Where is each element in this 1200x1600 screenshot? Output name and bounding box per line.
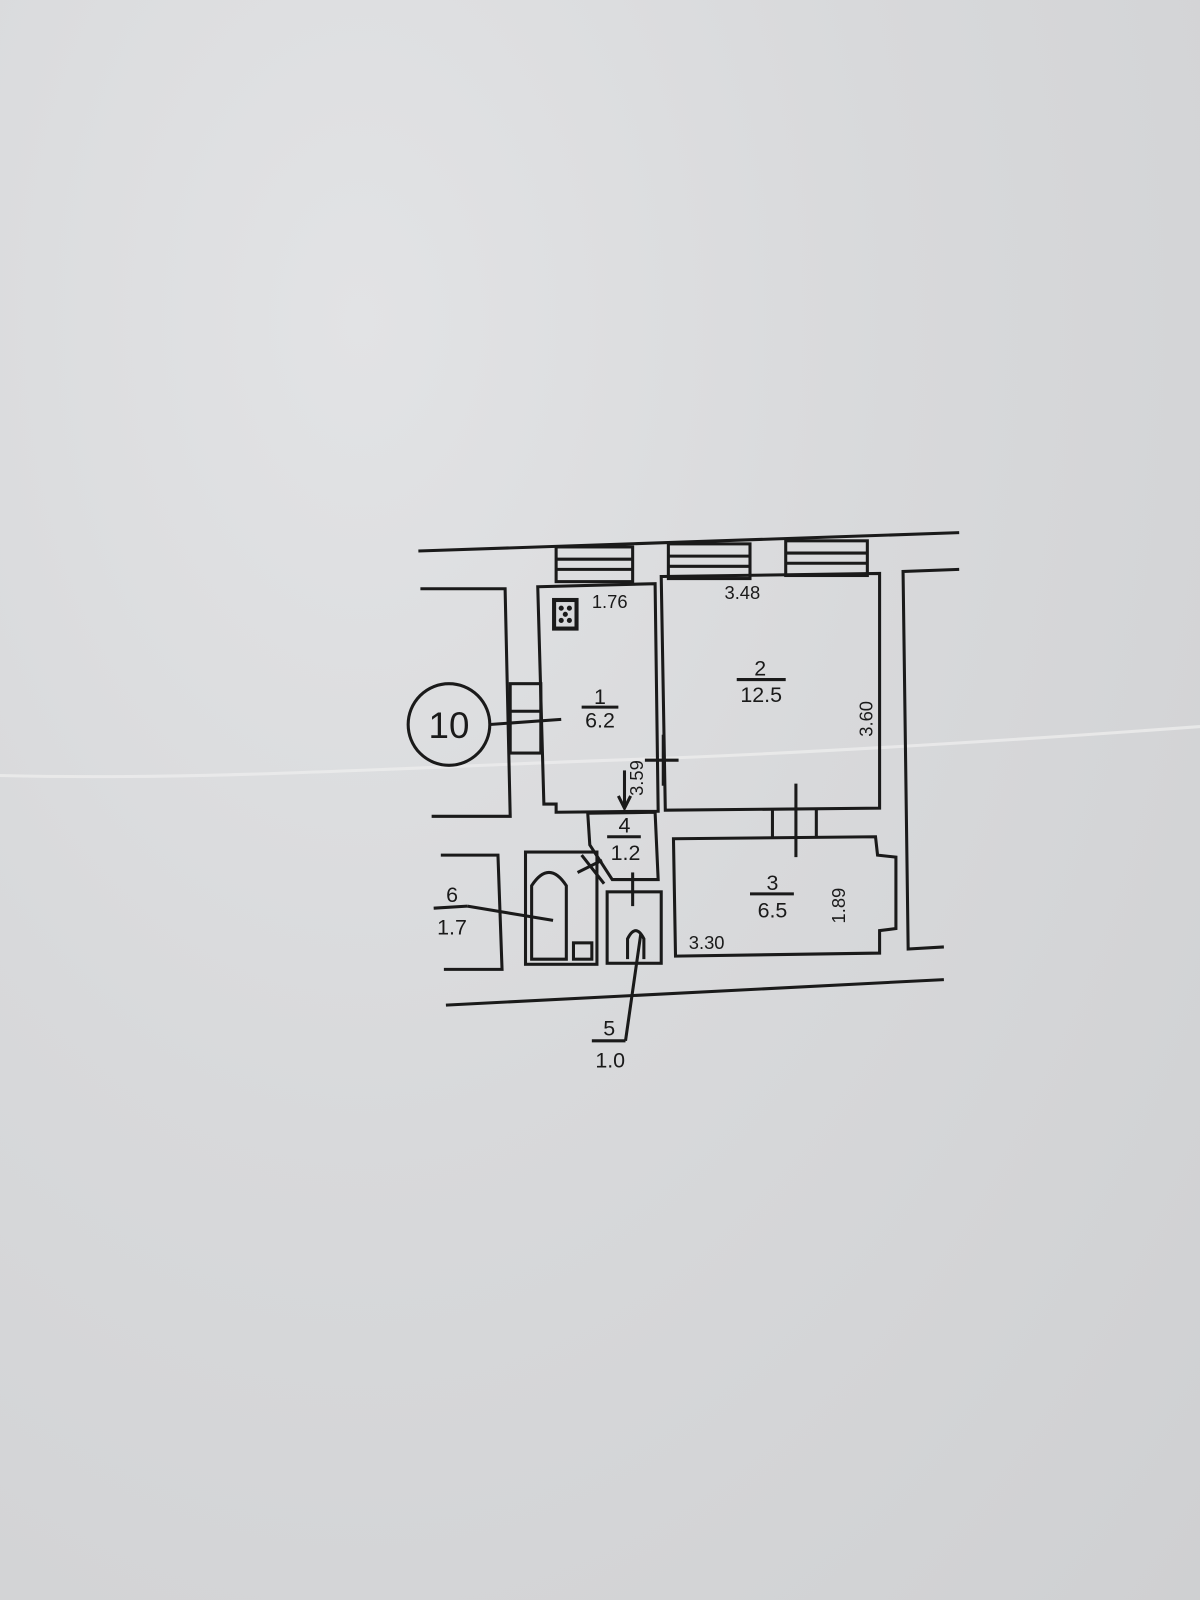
room-3 <box>671 835 898 958</box>
room-2-area: 12.5 <box>740 683 782 707</box>
room-1-length-dimension: 3.59 <box>626 760 647 796</box>
room-3-area: 6.5 <box>758 898 788 922</box>
room-4-area: 1.2 <box>611 841 641 865</box>
room-1-number: 1 <box>594 685 606 709</box>
apartment-number: 10 <box>429 705 470 746</box>
room-1-area: 6.2 <box>585 709 615 733</box>
room-1-kitchen <box>536 582 660 814</box>
room-2-number: 2 <box>754 657 766 681</box>
room-5-number: 5 <box>603 1017 615 1041</box>
room-1-width-dimension: 1.76 <box>592 591 628 612</box>
doors <box>576 734 818 907</box>
room-5-area: 1.0 <box>595 1048 625 1072</box>
room-2-width-dimension: 3.48 <box>724 582 760 603</box>
room-2-length-dimension: 3.60 <box>855 701 876 737</box>
room-3-width-dimension: 3.30 <box>689 932 725 953</box>
apartment-number-circle <box>406 682 492 767</box>
room-4-hall <box>586 810 660 882</box>
stove-icon <box>552 597 579 631</box>
sink-icon <box>571 941 594 961</box>
room-6-bath <box>523 850 599 966</box>
room-6-area: 1.7 <box>437 916 467 940</box>
exterior-walls <box>418 531 960 1007</box>
room-6-number: 6 <box>446 883 458 907</box>
bathtub-icon <box>530 870 568 961</box>
room-2 <box>659 571 882 812</box>
toilet-icon <box>626 929 646 960</box>
room-5-toilet <box>605 890 663 965</box>
leader-lines <box>433 717 643 1043</box>
room-3-number: 3 <box>766 871 778 895</box>
paper-fold <box>0 725 1200 779</box>
room-4-number: 4 <box>619 814 631 838</box>
room-3-length-dimension: 1.89 <box>828 888 849 924</box>
windows <box>508 539 869 755</box>
